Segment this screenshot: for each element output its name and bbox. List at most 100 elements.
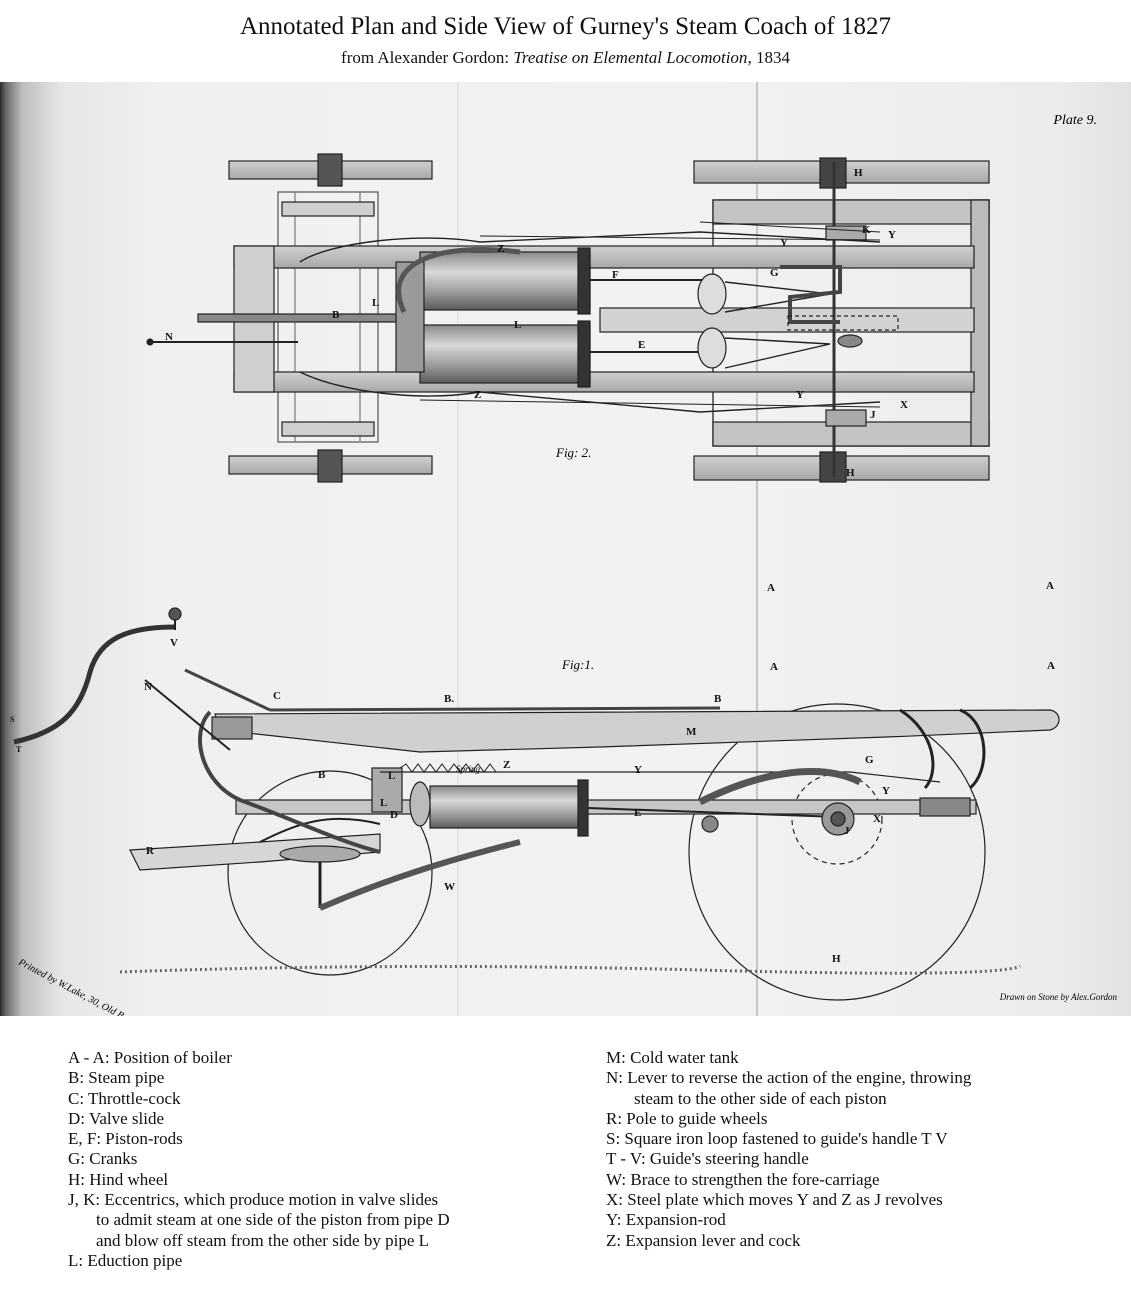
leaf-spring-front [279, 845, 361, 863]
diagram-label: X [900, 399, 908, 411]
diagram-label: M [686, 726, 697, 738]
boiler-position-labels: A A A A [767, 580, 1055, 673]
fig2-plan-view [146, 153, 990, 483]
pole-R-plan [197, 313, 399, 323]
fore-axle-bottom [281, 421, 375, 437]
crosshead-upper [697, 273, 727, 315]
diagram-label: J [844, 825, 850, 837]
legend-entry: and blow off steam from the other side b… [96, 1230, 429, 1250]
diagram-label: A [767, 582, 775, 594]
spring-label: Spring [456, 764, 481, 774]
lever-N-side [198, 710, 381, 854]
diagram-label: N [165, 331, 173, 343]
expansion-rod-lower [419, 399, 881, 408]
diagram-label: L [372, 297, 379, 309]
diagram-label: Z [474, 389, 481, 401]
cylinder-side [429, 785, 581, 829]
front-hub-top [317, 153, 343, 187]
diagram-label: C [273, 690, 281, 702]
subtitle-book-title: Treatise on Elemental Locomotion [513, 48, 748, 67]
piston-rod-E-side [587, 807, 841, 818]
diagram-label: D [390, 809, 398, 821]
steering-knob [168, 607, 182, 621]
legend-entry: A - A: Position of boiler [68, 1048, 232, 1067]
diagram-label: H [832, 953, 841, 965]
engraving-drawing: Plate 9. [10, 82, 1118, 1016]
legend-entry: T - V: Guide's steering handle [606, 1149, 809, 1169]
page-title: Annotated Plan and Side View of Gurney's… [239, 13, 892, 40]
diagram-label: A [1046, 580, 1054, 592]
middle-rail [599, 307, 975, 333]
legend-entry: R: Pole to guide wheels [606, 1108, 768, 1128]
legend-entry: J, K: Eccentrics, which produce motion i… [68, 1190, 439, 1210]
brace-W [318, 839, 521, 911]
ground-line [119, 964, 1021, 975]
legend-entry: C: Throttle-cock [68, 1088, 181, 1108]
legend-entry: M: Cold water tank [606, 1048, 739, 1067]
diagram-label: E [638, 339, 645, 351]
expansion-rod-Y [380, 771, 941, 783]
diagram-label: G [770, 267, 779, 279]
legend-entry: W: Brace to strengthen the fore-carriage [606, 1169, 880, 1189]
fig2-caption: Fig: 2. [555, 445, 591, 460]
cylinder-lower [419, 324, 591, 384]
printer-credit: Printed by W.Lake, 30, Old Bailey. [16, 956, 145, 1016]
diagram-label: Z [497, 243, 504, 255]
fig1-caption: Fig:1. [561, 657, 594, 672]
cylinder-upper [419, 251, 591, 311]
legend-entry: B: Steam pipe [68, 1068, 165, 1088]
fore-axle-top [281, 201, 375, 217]
steam-pipe-B [269, 706, 721, 712]
crank-G [780, 265, 842, 324]
expansion-rod-upper [479, 235, 881, 241]
front-hub-bottom [317, 449, 343, 483]
diagram-label: Z [503, 759, 510, 771]
fore-wheel [227, 770, 433, 976]
legend-entry: L: Eduction pipe [68, 1250, 183, 1270]
header: Annotated Plan and Side View of Gurney's… [0, 0, 1131, 82]
legend-entry: D: Valve slide [68, 1108, 165, 1128]
diagram-label: J [870, 409, 876, 421]
fig1-labels: V N S T C B. B M Y G Y L L D Z B E R W J… [10, 637, 890, 965]
diagram-label: W [444, 881, 455, 893]
diagram-label: L [514, 319, 521, 331]
legend-entry: Z: Expansion lever and cock [606, 1230, 801, 1250]
side-rail-lower [233, 371, 975, 393]
diagram-label: H [854, 167, 863, 179]
diagram-label: L [380, 797, 387, 809]
diagram-label: Y [882, 785, 890, 797]
diagram-label: S [10, 715, 15, 724]
diagram-label: B [332, 309, 340, 321]
legend-entry: N: Lever to reverse the action of the en… [606, 1068, 972, 1088]
diagram-label: Y [780, 237, 788, 249]
fig1-side-view [13, 607, 1060, 1001]
diagram-label: A [1047, 660, 1055, 672]
eccentric-K [825, 225, 867, 241]
diagram-label: B. [444, 693, 454, 705]
steam-pipe-lower [299, 371, 881, 413]
legend-entry: steam to the other side of each piston [634, 1088, 887, 1108]
diagram-label: Y [796, 389, 804, 401]
diagram-label: A [770, 661, 778, 673]
plate-number: Plate 9. [1052, 113, 1097, 128]
diagram-label: K [862, 224, 871, 236]
legend-entry: to admit steam at one side of the piston… [96, 1210, 450, 1230]
diagram-label: R [146, 845, 155, 857]
cold-water-tank-M [214, 709, 1060, 753]
drawn-credit: Drawn on Stone by Alex.Gordon [999, 992, 1118, 1002]
side-rail-upper [233, 245, 975, 269]
subtitle-prefix: from Alexander Gordon: [341, 48, 514, 67]
crank-G-side [698, 768, 862, 806]
diagram-label: X [873, 813, 881, 825]
diagram-label: B [714, 693, 722, 705]
fig2-labels: H H K Y Y Y Z Z F E G N B L L J X [165, 167, 908, 479]
steam-pipe-upper [299, 231, 881, 263]
engraving-plate: Plate 9. [0, 82, 1131, 1016]
eduction-pipe-L [371, 767, 403, 813]
diagram-label: V [170, 637, 178, 649]
diagram-label: B [318, 769, 326, 781]
diagram-label: L [388, 770, 395, 782]
diagram-label: H [846, 467, 855, 479]
